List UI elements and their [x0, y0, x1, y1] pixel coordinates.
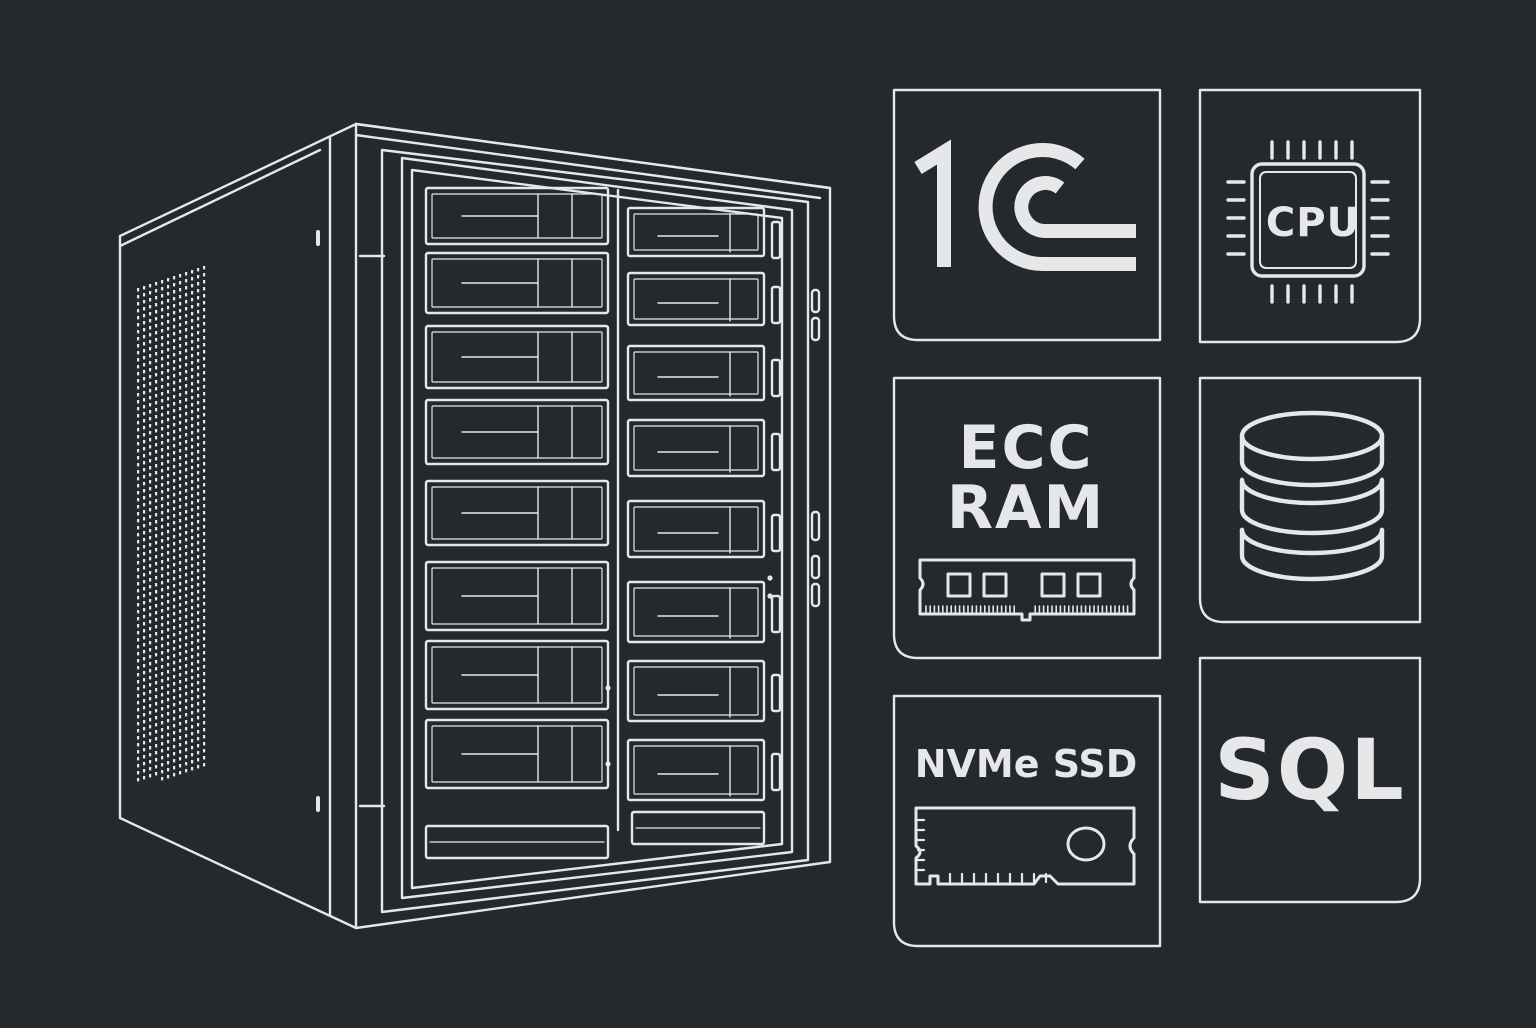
server-tower-icon [118, 122, 832, 930]
sql-label: SQL [1214, 721, 1406, 819]
card-1c [892, 88, 1162, 342]
ram-module-icon [918, 558, 1136, 622]
card-database [1198, 376, 1422, 624]
drive-bays [424, 186, 782, 860]
cpu-chip-icon [1226, 140, 1390, 304]
nvme-ssd-label: NVMe SSD [914, 742, 1138, 786]
1c-logo-icon [914, 139, 1136, 272]
card-ecc-ram [892, 376, 1162, 660]
side-vent-perforation [137, 266, 206, 782]
ecc-label: ECC [958, 413, 1094, 483]
cpu-label: CPU [1265, 200, 1361, 246]
nvme-ssd-icon [914, 806, 1136, 886]
card-nvme-ssd [892, 694, 1162, 948]
card-cpu [1198, 88, 1422, 344]
card-sql [1198, 656, 1422, 904]
ram-label: RAM [946, 473, 1106, 543]
database-icon [1239, 410, 1385, 582]
